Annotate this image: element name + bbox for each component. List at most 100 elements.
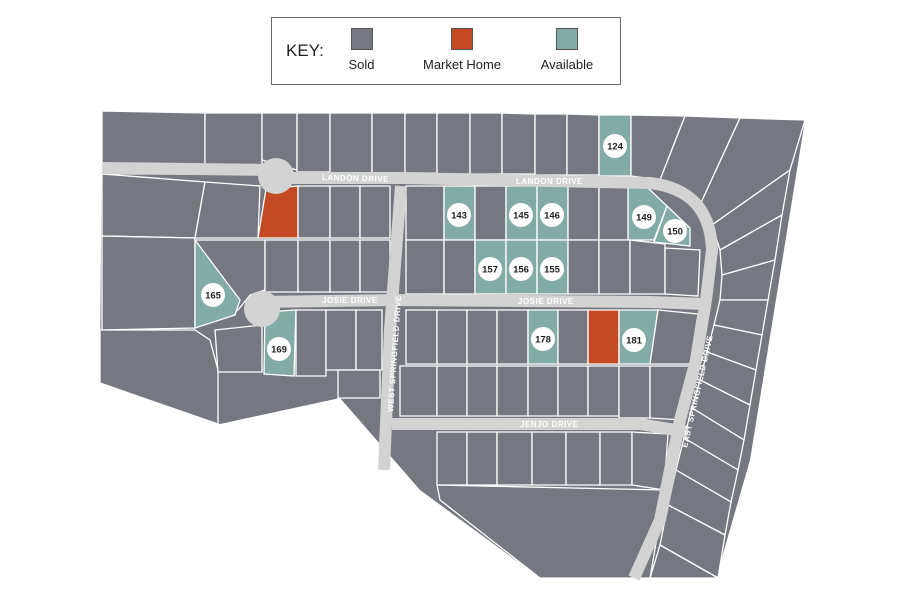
lot[interactable] bbox=[204, 112, 263, 171]
lot[interactable] bbox=[101, 235, 201, 331]
lot[interactable] bbox=[557, 365, 589, 417]
lot-number-143: 143 bbox=[451, 211, 467, 222]
lot-badge-124: 124 bbox=[603, 134, 627, 158]
legend-item-available: Available bbox=[532, 28, 602, 72]
lot-badge-circle bbox=[603, 134, 627, 158]
lot[interactable] bbox=[405, 309, 438, 365]
lot[interactable] bbox=[436, 309, 468, 365]
lot[interactable] bbox=[194, 181, 261, 239]
lot[interactable] bbox=[404, 112, 438, 174]
lot-number-156: 156 bbox=[513, 265, 529, 276]
lot[interactable] bbox=[325, 309, 357, 371]
lot-number-178: 178 bbox=[535, 335, 551, 346]
lot-badge-circle bbox=[632, 205, 656, 229]
lot[interactable] bbox=[565, 431, 601, 486]
lot-badge-circle bbox=[663, 219, 687, 243]
lot[interactable] bbox=[436, 365, 468, 417]
lot[interactable] bbox=[531, 431, 567, 486]
lot-badge-156: 156 bbox=[509, 257, 533, 281]
lot[interactable] bbox=[329, 239, 361, 293]
legend-swatch-market-home bbox=[451, 28, 473, 50]
lot[interactable] bbox=[599, 431, 633, 486]
lot[interactable] bbox=[567, 185, 600, 241]
lot-badge-181: 181 bbox=[622, 328, 646, 352]
lot[interactable] bbox=[469, 112, 503, 175]
lot[interactable] bbox=[501, 112, 536, 175]
lot[interactable] bbox=[587, 365, 620, 417]
lot[interactable] bbox=[557, 309, 589, 365]
lot[interactable] bbox=[496, 431, 533, 486]
road-josie bbox=[257, 294, 707, 310]
legend-swatch-available bbox=[556, 28, 578, 50]
lot-badge-circle bbox=[447, 203, 471, 227]
lot[interactable] bbox=[474, 185, 507, 241]
lot[interactable] bbox=[436, 112, 471, 175]
lot[interactable] bbox=[466, 309, 498, 365]
lot-badge-150: 150 bbox=[663, 219, 687, 243]
map-legend: KEY: Sold Market Home Available bbox=[271, 17, 621, 85]
lot-number-157: 157 bbox=[482, 265, 498, 276]
lot-number-165: 165 bbox=[205, 291, 222, 302]
lot[interactable] bbox=[99, 329, 219, 425]
street-label-jenjo: JENJO DRIVE bbox=[520, 420, 579, 429]
lot[interactable] bbox=[496, 365, 529, 417]
lot[interactable] bbox=[399, 365, 438, 417]
lot[interactable] bbox=[649, 544, 721, 579]
lot-badge-circle bbox=[531, 327, 555, 351]
lot[interactable] bbox=[466, 365, 498, 417]
legend-title: KEY: bbox=[286, 41, 324, 60]
lot-number-145: 145 bbox=[513, 211, 530, 222]
lot[interactable] bbox=[534, 113, 568, 176]
lot[interactable] bbox=[337, 369, 381, 399]
lot[interactable] bbox=[214, 324, 263, 373]
street-label-josie-west: JOSIE DRIVE bbox=[322, 296, 378, 305]
lot-badge-circle bbox=[478, 257, 502, 281]
lot[interactable] bbox=[405, 239, 445, 295]
lot[interactable] bbox=[264, 239, 299, 293]
lot[interactable] bbox=[436, 484, 666, 579]
lot[interactable] bbox=[297, 239, 331, 293]
lot-number-169: 169 bbox=[271, 345, 287, 356]
lot[interactable] bbox=[101, 173, 206, 239]
lot[interactable] bbox=[329, 112, 373, 174]
lot[interactable] bbox=[296, 112, 331, 173]
lot[interactable] bbox=[664, 247, 701, 297]
lot[interactable] bbox=[371, 112, 406, 174]
lot-number-181: 181 bbox=[626, 336, 643, 347]
lot[interactable] bbox=[405, 185, 445, 241]
lot[interactable] bbox=[527, 365, 559, 417]
lot[interactable] bbox=[466, 431, 498, 486]
cul-de-sac-landon bbox=[258, 158, 294, 194]
lot-number-149: 149 bbox=[636, 213, 652, 224]
road-landon-west bbox=[101, 162, 273, 176]
lot-badge-145: 145 bbox=[509, 203, 533, 227]
road-west-springfield bbox=[378, 185, 407, 471]
road-jenjo bbox=[392, 418, 689, 438]
lot-number-155: 155 bbox=[544, 265, 561, 276]
lot[interactable] bbox=[359, 239, 391, 293]
lot[interactable] bbox=[355, 309, 383, 371]
lot[interactable] bbox=[629, 239, 666, 295]
lot-number-150: 150 bbox=[667, 227, 683, 238]
legend-label-sold: Sold bbox=[348, 57, 375, 72]
legend-item-sold: Sold bbox=[334, 28, 389, 72]
lot[interactable] bbox=[567, 239, 600, 295]
lot[interactable] bbox=[598, 185, 629, 241]
lot-badge-circle bbox=[540, 203, 564, 227]
lot[interactable] bbox=[598, 239, 631, 295]
lot-badge-155: 155 bbox=[540, 257, 564, 281]
lot-market-home-east[interactable] bbox=[587, 309, 620, 365]
lot[interactable] bbox=[566, 113, 600, 176]
legend-item-market-home: Market Home bbox=[412, 28, 512, 72]
lot-badge-circle bbox=[509, 203, 533, 227]
lot[interactable] bbox=[359, 185, 391, 239]
lot[interactable] bbox=[618, 365, 651, 419]
lot[interactable] bbox=[436, 431, 468, 486]
lot[interactable] bbox=[443, 239, 476, 295]
street-label-josie-east: JOSIE DRIVE bbox=[518, 297, 574, 306]
lot[interactable] bbox=[295, 309, 327, 377]
lot[interactable] bbox=[297, 185, 331, 239]
lot[interactable] bbox=[496, 309, 529, 365]
lot[interactable] bbox=[329, 185, 361, 239]
